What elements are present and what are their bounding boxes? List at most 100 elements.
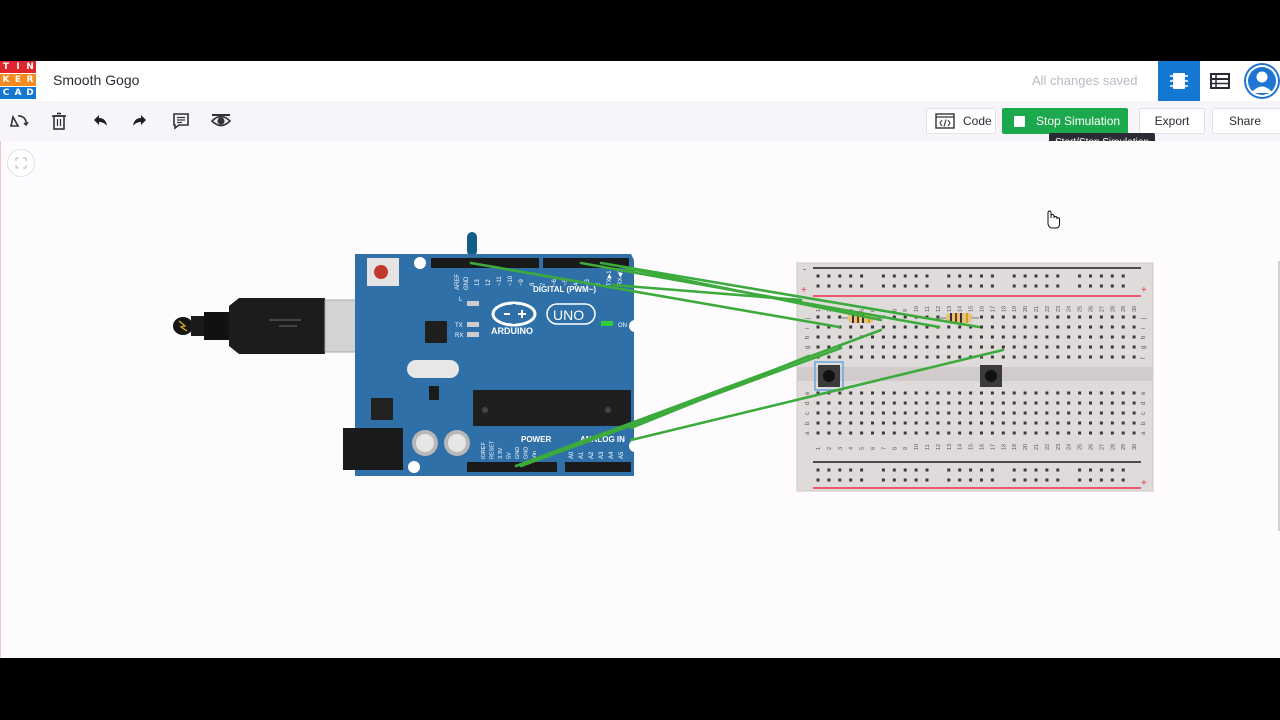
breadboard-label: 30 — [1132, 444, 1138, 450]
pin-label: TX▶1 — [607, 270, 613, 286]
breadboard-label: 9 — [903, 309, 909, 312]
rotate-button[interactable] — [9, 111, 29, 131]
breadboard-label: 15 — [969, 306, 975, 312]
rotate-icon — [10, 114, 29, 127]
breadboard-label: 6 — [871, 309, 877, 312]
pin-label: 7 — [541, 282, 547, 286]
code-button[interactable]: Code — [926, 108, 996, 134]
breadboard-label: 19 — [1012, 444, 1018, 450]
breadboard-label: 30 — [1132, 306, 1138, 312]
code-icon — [935, 113, 955, 129]
breadboard-label: e — [805, 391, 811, 395]
undo-icon — [94, 115, 107, 126]
pin-label: GND — [524, 447, 530, 459]
breadboard-label: 26 — [1089, 306, 1095, 312]
share-label: Share — [1229, 114, 1262, 128]
breadboard-label: 13 — [947, 444, 953, 450]
export-button[interactable]: Export — [1139, 108, 1205, 134]
component-list-button[interactable] — [1200, 61, 1240, 101]
side-panel-edge — [1278, 261, 1280, 531]
logo-letter: I — [12, 61, 24, 73]
circuit-canvas[interactable]: L TX RX ON ARDUINO UNO DIGITAL (PWM~) PO… — [0, 141, 1280, 658]
breadboard-label: 21 — [1034, 444, 1040, 450]
breadboard-label: j — [1141, 318, 1147, 320]
pin-label: A4 — [609, 451, 615, 459]
breadboard-label: 1 — [816, 447, 822, 450]
delete-button[interactable] — [49, 111, 69, 131]
breadboard-label: b — [805, 421, 811, 425]
logo-letter: D — [24, 87, 36, 99]
breadboard-label: 11 — [925, 444, 931, 450]
breadboard-holes — [816, 274, 1136, 482]
pin-label: 3.3V — [498, 447, 504, 459]
user-avatar[interactable] — [1244, 63, 1280, 99]
breadboard-label: i — [1141, 328, 1147, 329]
pin-label: RX◀0 — [618, 269, 624, 286]
pin-label: A3 — [599, 451, 605, 459]
svg-text:ON: ON — [618, 323, 627, 329]
breadboard-label: 7 — [881, 447, 887, 450]
zoom-to-fit-icon — [15, 157, 27, 169]
breadboard-label: 18 — [1001, 306, 1007, 312]
breadboard-label: 19 — [1012, 306, 1018, 312]
resistor-2[interactable] — [939, 313, 979, 323]
project-title[interactable]: Smooth Gogo — [53, 72, 140, 88]
breadboard-label: 17 — [990, 444, 996, 450]
stop-simulation-button[interactable]: Stop Simulation — [1002, 108, 1128, 134]
pin-label: ~9 — [519, 278, 525, 286]
svg-text:GND: GND — [464, 276, 470, 290]
logo-letter: R — [24, 74, 36, 86]
pin-label: A0 — [569, 451, 575, 459]
breadboard-label: 11 — [925, 306, 931, 312]
breadboard-label: 1 — [816, 309, 822, 312]
breadboard-label: 14 — [958, 444, 964, 450]
breadboard-label: 28 — [1110, 444, 1116, 450]
breadboard-label: f — [1141, 357, 1147, 359]
zoom-to-fit-button[interactable] — [7, 149, 35, 177]
breadboard-label: c — [805, 412, 811, 415]
breadboard[interactable]: - + + + 11223344556677889910101111121213… — [796, 262, 1154, 492]
visibility-icon — [210, 114, 232, 127]
pushbutton-1[interactable] — [814, 361, 844, 391]
redo-button[interactable] — [130, 111, 150, 131]
notes-button[interactable] — [171, 111, 191, 131]
stop-simulation-label: Stop Simulation — [1036, 114, 1121, 128]
redo-icon — [133, 115, 146, 126]
breadboard-label: 16 — [980, 444, 986, 450]
visibility-button[interactable] — [210, 111, 232, 131]
breadboard-label: 20 — [1023, 444, 1029, 450]
arduino-logo — [491, 301, 537, 327]
arduino-uno-board[interactable]: L TX RX ON ARDUINO UNO DIGITAL (PWM~) PO… — [343, 232, 641, 476]
pin-label: 5V — [507, 452, 513, 459]
breadboard-label: 10 — [914, 444, 920, 450]
breadboard-label: 23 — [1056, 306, 1062, 312]
pin-label: 12 — [486, 279, 492, 286]
breadboard-label: 20 — [1023, 306, 1029, 312]
breadboard-label: 15 — [969, 444, 975, 450]
svg-text:POWER: POWER — [521, 435, 551, 444]
breadboard-label: 23 — [1056, 444, 1062, 450]
breadboard-label: a — [805, 431, 811, 435]
breadboard-label: 28 — [1110, 306, 1116, 312]
breadboard-label: 24 — [1067, 306, 1073, 312]
circuit-view-icon — [1170, 73, 1188, 89]
share-button[interactable]: Share — [1212, 108, 1280, 134]
breadboard-label: 13 — [947, 306, 953, 312]
wires[interactable] — [469, 261, 1005, 468]
logo-letter: N — [24, 61, 36, 73]
circuit-view-button[interactable] — [1158, 61, 1200, 101]
pushbutton-2[interactable] — [980, 365, 1002, 387]
undo-button[interactable] — [90, 111, 110, 131]
breadboard-label: 29 — [1121, 306, 1127, 312]
breadboard-label: 16 — [980, 306, 986, 312]
breadboard-label: a — [1141, 431, 1147, 435]
svg-text:RX: RX — [455, 333, 463, 339]
pin-label: 13 — [475, 279, 481, 286]
svg-text:+: + — [1141, 478, 1147, 489]
breadboard-label: d — [1141, 402, 1147, 405]
pin-label: IOREF — [481, 442, 487, 459]
logo-letter: E — [12, 74, 24, 86]
